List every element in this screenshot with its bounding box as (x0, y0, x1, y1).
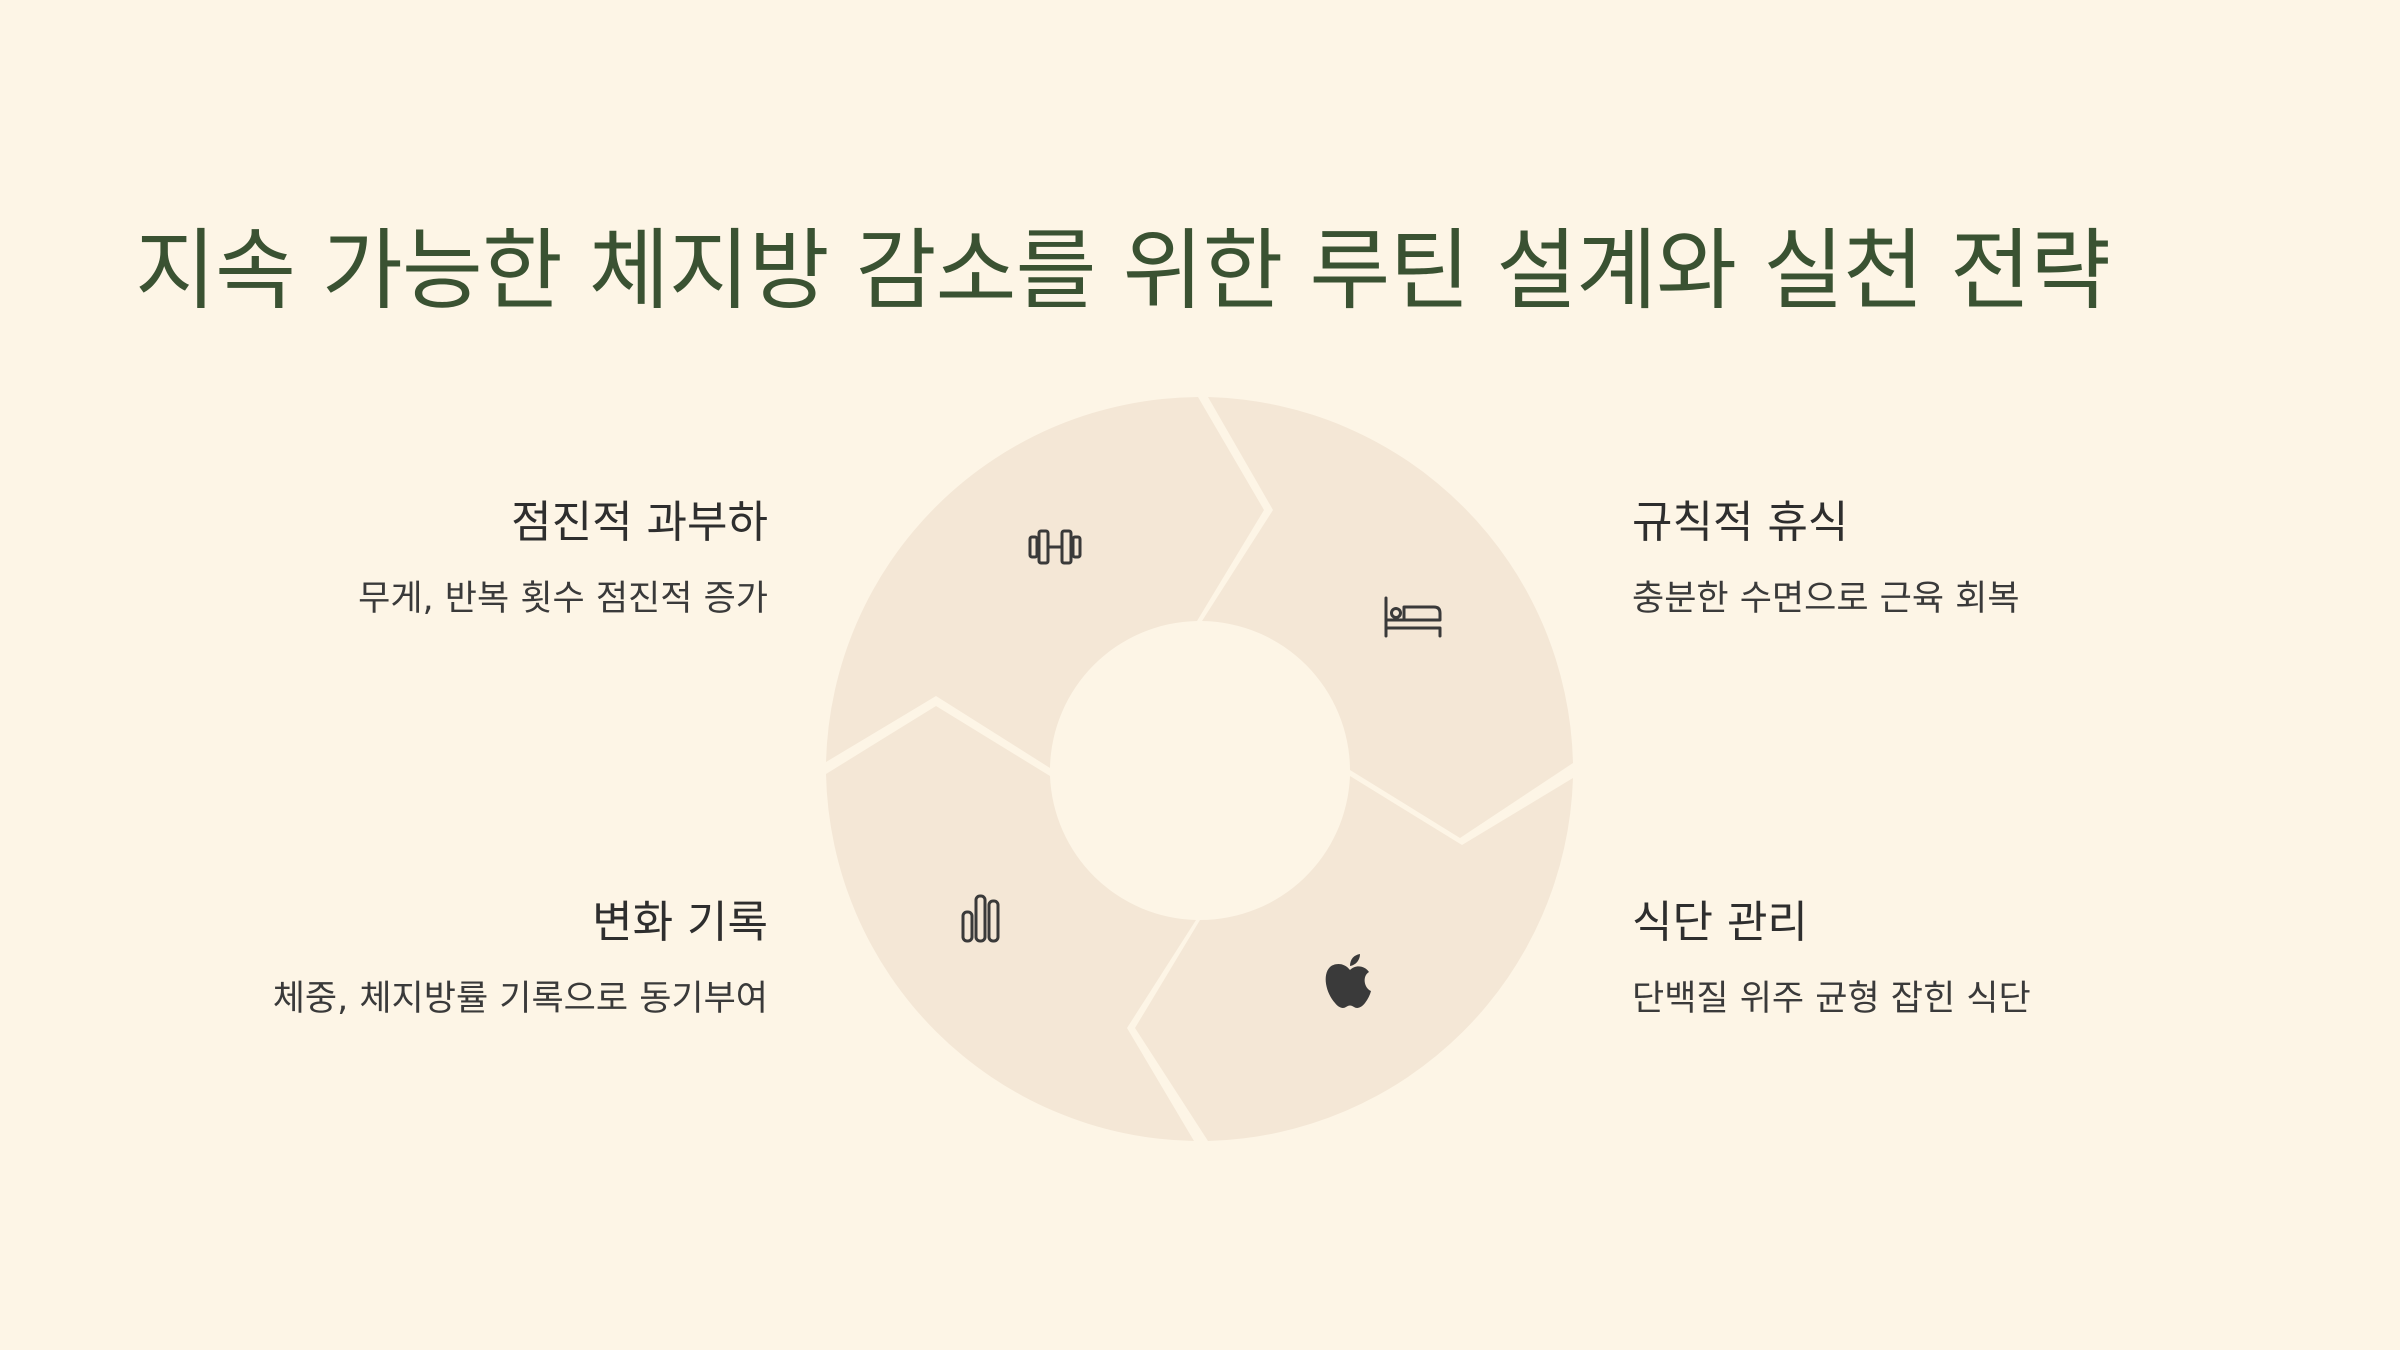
segment-top-left (826, 397, 1264, 768)
item-description: 단백질 위주 균형 잡힌 식단 (1632, 978, 2031, 1019)
item-heading: 변화 기록 (592, 897, 768, 948)
bar-chart-icon (961, 894, 1000, 943)
item-heading: 점진적 과부하 (511, 497, 768, 548)
apple-icon (1325, 954, 1371, 1008)
item-description: 체중, 체지방률 기록으로 동기부여 (272, 978, 768, 1019)
cycle-item-progressive-overload: 점진적 과부하 무게, 반복 횟수 점진적 증가 (208, 497, 768, 620)
segment-bottom-left (826, 706, 1196, 1141)
bed-icon (1384, 596, 1442, 638)
item-description: 무게, 반복 횟수 점진적 증가 (358, 578, 768, 619)
item-description: 충분한 수면으로 근육 회복 (1632, 578, 2020, 619)
item-heading: 식단 관리 (1632, 897, 1808, 948)
item-heading: 규칙적 휴식 (1632, 497, 1849, 548)
cycle-item-diet-management: 식단 관리 단백질 위주 균형 잡힌 식단 (1632, 897, 2192, 1020)
cycle-item-regular-rest: 규칙적 휴식 충분한 수면으로 근육 회복 (1632, 497, 2192, 620)
cycle-item-track-changes: 변화 기록 체중, 체지방률 기록으로 동기부여 (208, 897, 768, 1020)
dumbbell-icon (1028, 529, 1082, 565)
page-title: 지속 가능한 체지방 감소를 위한 루틴 설계와 실천 전략 (135, 219, 2111, 322)
